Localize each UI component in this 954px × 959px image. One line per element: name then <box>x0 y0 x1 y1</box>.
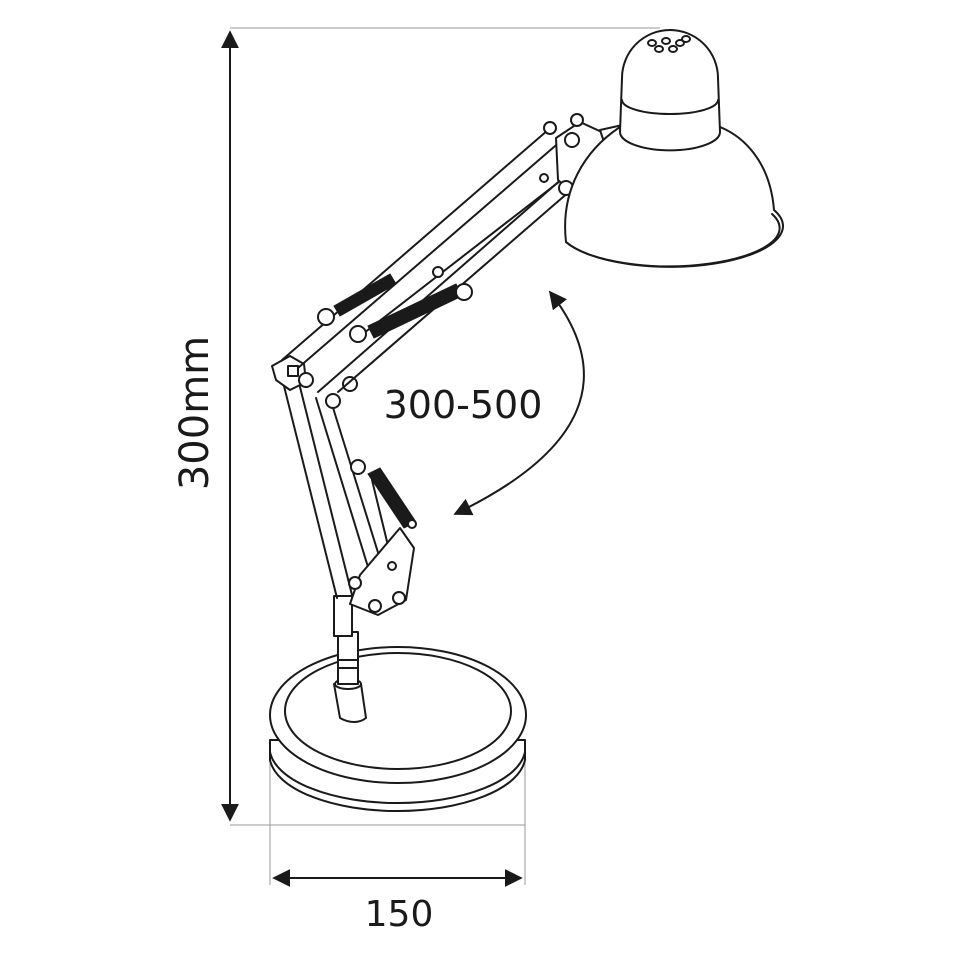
shade-cap <box>619 29 721 152</box>
angle-label: 300-500 <box>384 383 543 427</box>
height-dimension: 300mm <box>172 27 660 826</box>
width-dimension: 150 <box>269 740 526 935</box>
width-label: 150 <box>365 894 434 935</box>
upper-spring-2 <box>349 266 473 343</box>
base-collar <box>333 683 367 723</box>
lamp-post <box>333 595 359 685</box>
upper-arm <box>281 129 601 393</box>
angle-arc-arrow <box>453 290 585 516</box>
angle-dimension: 300-500 <box>384 290 585 516</box>
lamp-base <box>269 646 527 813</box>
lamp-shade <box>564 29 784 268</box>
elbow-joint <box>271 355 358 409</box>
upper-spring-1 <box>317 273 397 326</box>
lower-spring <box>350 459 417 529</box>
vent-holes <box>647 35 691 53</box>
height-label: 300mm <box>172 336 218 490</box>
lower-arm <box>281 374 417 616</box>
